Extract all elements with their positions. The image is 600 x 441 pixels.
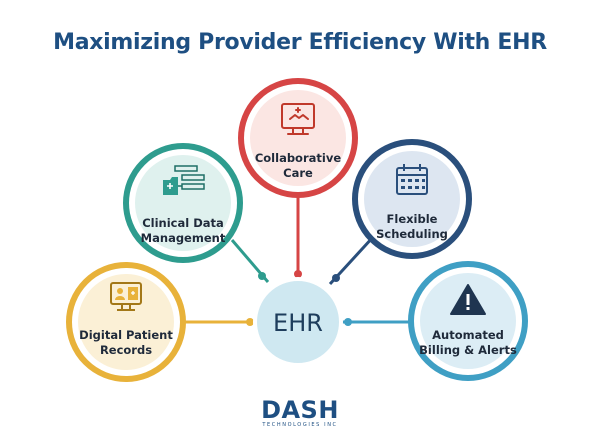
node-disc <box>250 90 346 186</box>
node-disc <box>78 274 174 370</box>
node-label-line-2: Management <box>141 231 226 245</box>
hub-ehr: EHR <box>253 277 343 367</box>
node-label-line-1: Flexible <box>387 212 438 226</box>
node-automated-billing-alerts: Automated Billing & Alerts <box>408 261 528 381</box>
node-label-line-1: Digital Patient <box>79 328 173 342</box>
hub-circle <box>253 277 343 367</box>
node-disc <box>364 151 460 247</box>
node-collaborative-care: Collaborative Care <box>238 78 358 198</box>
node-clinical-data-management: Clinical Data Management <box>123 143 243 263</box>
connector-dot-flexible-scheduling <box>332 274 340 282</box>
hub-label: EHR <box>273 309 323 337</box>
node-disc <box>420 273 516 369</box>
node-label-line-2: Records <box>100 343 152 357</box>
handshake-monitor-icon <box>281 103 315 135</box>
node-label-line-1: Collaborative <box>255 151 341 165</box>
node-label-line-1: Automated <box>432 328 504 342</box>
node-flexible-scheduling: Flexible Scheduling <box>352 139 472 259</box>
logo-subtitle: TECHNOLOGIES INC <box>262 422 338 428</box>
diagram-title: Maximizing Provider Efficiency With EHR <box>53 30 547 55</box>
connector-dot-clinical-data-management <box>258 272 266 280</box>
connector-dot-digital-patient-records <box>246 318 254 326</box>
warning-icon <box>450 284 486 315</box>
connector-dot-automated-billing-alerts <box>344 318 352 326</box>
node-label-line-1: Clinical Data <box>142 216 224 230</box>
patient-record-icon <box>110 282 142 311</box>
node-digital-patient-records: Digital Patient Records <box>66 262 186 382</box>
connector-dot-collaborative-care <box>294 270 302 278</box>
node-label-line-2: Scheduling <box>376 227 448 241</box>
company-logo: DASH TECHNOLOGIES INC <box>0 398 600 428</box>
data-folder-icon <box>163 165 205 195</box>
node-label-line-2: Care <box>283 166 313 180</box>
calendar-days <box>401 179 425 189</box>
node-disc <box>135 155 231 251</box>
calendar-icon <box>396 164 428 195</box>
node-label-line-2: Billing & Alerts <box>419 343 517 357</box>
logo-wordmark: DASH <box>261 396 339 424</box>
